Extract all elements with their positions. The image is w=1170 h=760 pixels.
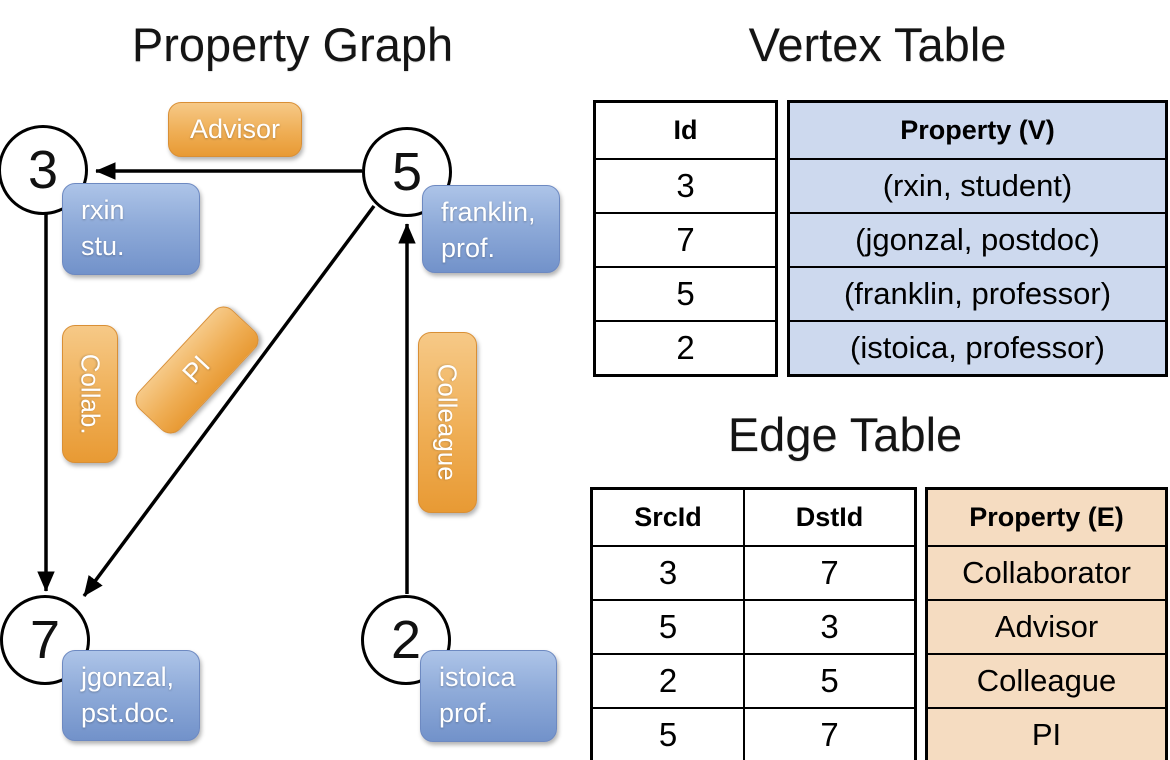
node-2-id: 2 (390, 610, 422, 670)
node-tag-jgonzal: jgonzal, pst.doc. (62, 650, 200, 741)
edge-col-header-property: Property (E) (969, 502, 1124, 532)
node-tag-istoica-text: istoica prof. (439, 662, 516, 728)
edge-label-pi-text: PI (176, 349, 217, 390)
node-5-id: 5 (391, 142, 423, 202)
vertex-row-id: 2 (596, 320, 775, 374)
vertex-table-title: Vertex Table (748, 18, 1007, 71)
edge-label-advisor: Advisor (168, 102, 302, 157)
node-tag-franklin-text: franklin, prof. (441, 197, 536, 263)
edge-row-property: PI (928, 707, 1165, 760)
edge-label-collab: Collab. (62, 325, 118, 463)
edge-label-colleague-text: Colleague (432, 363, 463, 482)
vertex-col-header-id: Id (673, 115, 698, 145)
node-tag-rxin: rxin stu. (62, 183, 200, 275)
vertex-row-id: 5 (596, 266, 775, 320)
edge-col-header-src: SrcId (634, 502, 702, 532)
vertex-row-property: (franklin, professor) (790, 266, 1165, 320)
edge-row-src: 5 (593, 599, 743, 653)
node-tag-istoica: istoica prof. (420, 650, 557, 742)
vertex-col-header-property: Property (V) (900, 115, 1055, 145)
graph-node-3: 3 (0, 125, 88, 215)
vertex-row-property: (rxin, student) (790, 158, 1165, 212)
node-tag-jgonzal-text: jgonzal, pst.doc. (81, 662, 176, 728)
edge-row-property: Collaborator (928, 545, 1165, 599)
edge-label-colleague: Colleague (418, 332, 477, 513)
edge-col-header-dst: DstId (743, 490, 914, 545)
edge-row-src: 2 (593, 653, 743, 707)
property-graph-title: Property Graph (131, 18, 454, 71)
edge-row-dst: 7 (743, 545, 914, 599)
edge-row-property: Advisor (928, 599, 1165, 653)
edge-table-property-column: Property (E) Collaborator Advisor Collea… (925, 487, 1168, 760)
edge-label-pi: PI (130, 301, 264, 439)
vertex-row-property: (istoica, professor) (790, 320, 1165, 374)
edge-label-advisor-text: Advisor (189, 113, 281, 144)
edge-row-dst: 3 (743, 599, 914, 653)
vertex-table-id-column: Id 3 7 5 2 (593, 100, 778, 377)
edge-row-property: Colleague (928, 653, 1165, 707)
edge-label-collab-text: Collab. (75, 353, 106, 435)
node-7-id: 7 (29, 610, 61, 670)
edge-table-id-columns: SrcId DstId 3 7 5 3 2 5 5 7 (590, 487, 917, 760)
edge-row-src: 5 (593, 707, 743, 760)
edge-row-src: 3 (593, 545, 743, 599)
edge-row-dst: 7 (743, 707, 914, 760)
vertex-table-property-column: Property (V) (rxin, student) (jgonzal, p… (787, 100, 1168, 377)
vertex-table: Id 3 7 5 2 Property (V) (rxin, student) … (593, 100, 1168, 377)
edge-table-title: Edge Table (727, 408, 963, 461)
node-3-id: 3 (27, 140, 59, 200)
vertex-row-id: 7 (596, 212, 775, 266)
edge-row-dst: 5 (743, 653, 914, 707)
edge-table: SrcId DstId 3 7 5 3 2 5 5 7 Property (E)… (590, 487, 1168, 760)
vertex-row-property: (jgonzal, postdoc) (790, 212, 1165, 266)
vertex-row-id: 3 (596, 158, 775, 212)
node-tag-franklin: franklin, prof. (422, 185, 560, 273)
node-tag-rxin-text: rxin stu. (81, 195, 125, 261)
